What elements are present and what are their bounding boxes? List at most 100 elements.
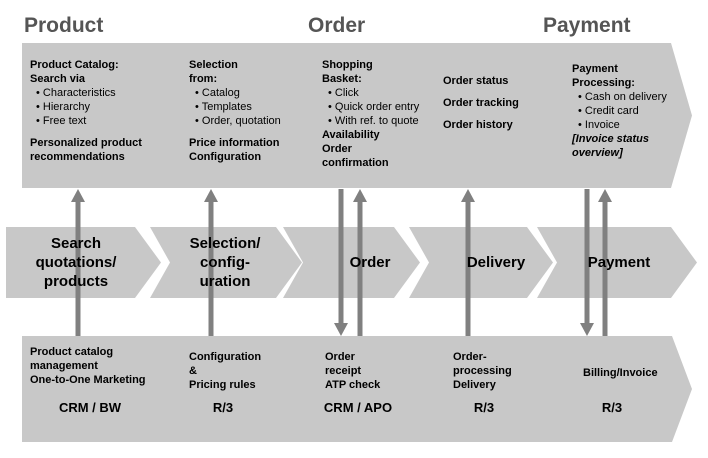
box-line: Order status <box>443 75 509 87</box>
middle-chevron-5 <box>537 227 697 298</box>
spacer <box>443 88 519 96</box>
bullet-item: • With ref. to quote <box>328 115 419 127</box>
step-label-line: uration <box>199 272 251 290</box>
bottom-chevron-4 <box>409 336 569 442</box>
bullet-item: • Free text <box>36 115 87 127</box>
middle-chevron-3 <box>283 227 420 298</box>
bottom-box-text-5: Billing/Invoice <box>583 366 658 380</box>
box-line: management <box>30 360 98 372</box>
box-line: Order history <box>443 119 513 131</box>
bullet-item: • Quick order entry <box>328 101 420 113</box>
top-box-text-1: Product Catalog: Search via • Characterist… <box>30 58 142 164</box>
system-label-2: R/3 <box>212 400 234 415</box>
middle-chevron-1 <box>6 227 161 298</box>
box-line: Search via <box>30 73 86 85</box>
arrow-up-icon-1 <box>71 189 85 202</box>
step-label-line: quotations/ <box>35 253 117 271</box>
bullet-item: • Catalog <box>195 87 240 99</box>
top-chevron-4 <box>409 43 569 188</box>
bullet-item: • Invoice <box>578 119 620 131</box>
bullet-item: • Cash on delivery <box>578 91 667 103</box>
box-line: Availability <box>322 129 380 141</box>
box-line: Product catalog <box>30 346 114 358</box>
header-payment: Payment <box>543 14 631 37</box>
step-label-2: Selection/config-uration <box>165 234 285 291</box>
step-label-line: Selection/ <box>189 234 261 252</box>
bottom-chevron-2 <box>150 336 308 442</box>
box-line: from: <box>189 73 218 85</box>
box-line: Order- <box>453 351 487 363</box>
bottom-box-text-2: Configuration & Pricing rules <box>189 350 261 392</box>
step-label-3: Order <box>310 253 430 272</box>
spacer <box>30 128 142 136</box>
box-line: Personalized product <box>30 137 142 149</box>
bullet-item: • Credit card <box>578 105 639 117</box>
box-line: confirmation <box>322 157 389 169</box>
box-line: One-to-One Marketing <box>30 374 146 386</box>
bottom-chevron-5 <box>537 336 692 442</box>
middle-chevron-4 <box>409 227 553 298</box>
box-line: Selection <box>189 59 238 71</box>
box-line: Order <box>322 143 352 155</box>
box-line: Configuration <box>189 151 262 163</box>
bullet-item: • Click <box>328 87 359 99</box>
box-line: [Invoice status <box>572 133 650 145</box>
box-line: Configuration <box>189 351 262 363</box>
box-line: Product Catalog: <box>30 59 119 71</box>
spacer <box>443 110 519 118</box>
top-box-text-2: Selection from: • Catalog • Templates • Orde… <box>189 58 281 164</box>
arrow-up-icon-3 <box>353 189 367 202</box>
bottom-chevron-3 <box>283 336 433 442</box>
box-line: Payment <box>572 63 618 75</box>
bottom-chevron-1 <box>22 336 192 442</box>
box-line: Processing: <box>572 77 635 89</box>
arrow-up-icon-5 <box>598 189 612 202</box>
box-line: Order tracking <box>443 97 519 109</box>
step-label-line: config- <box>200 253 250 271</box>
bullet-item: • Templates <box>195 101 252 113</box>
top-chevron-2 <box>150 43 308 188</box>
box-line: processing <box>453 365 512 377</box>
step-label-line: products <box>43 272 109 290</box>
system-label-1: CRM / BW <box>58 400 122 415</box>
arrow-down-icon-5 <box>580 323 594 336</box>
bullet-item: • Order, quotation <box>195 115 281 127</box>
system-label-5: R/3 <box>601 400 623 415</box>
arrow-up-icon-2 <box>204 189 218 202</box>
top-chevron-1 <box>22 43 192 188</box>
top-chevron-5 <box>537 43 692 188</box>
system-label-4: R/3 <box>473 400 495 415</box>
header-product: Product <box>24 14 104 37</box>
step-label-line: Payment <box>587 253 651 271</box>
step-label-4: Delivery <box>436 253 556 272</box>
step-label-line: Order <box>349 253 391 271</box>
box-line: Basket: <box>322 73 362 85</box>
spacer <box>189 128 281 136</box>
system-label-3: CRM / APO <box>323 400 393 415</box>
box-line: overview] <box>572 147 623 159</box>
box-line: Shopping <box>322 59 373 71</box>
box-line: & <box>189 365 197 377</box>
arrow-up-icon-4 <box>461 189 475 202</box>
bullet-item: • Characteristics <box>36 87 116 99</box>
middle-chevron-2 <box>150 227 302 298</box>
box-line: Billing/Invoice <box>583 367 658 379</box>
box-line: receipt <box>325 365 362 377</box>
step-label-line: Delivery <box>466 253 526 271</box>
step-label-line: Search <box>50 234 102 252</box>
arrow-down-icon-3 <box>334 323 348 336</box>
box-line: Order <box>325 351 355 363</box>
bullet-item: • Hierarchy <box>36 101 90 113</box>
box-line: ATP check <box>325 379 381 391</box>
top-chevron-3 <box>283 43 433 188</box>
box-line: Pricing rules <box>189 379 256 391</box>
